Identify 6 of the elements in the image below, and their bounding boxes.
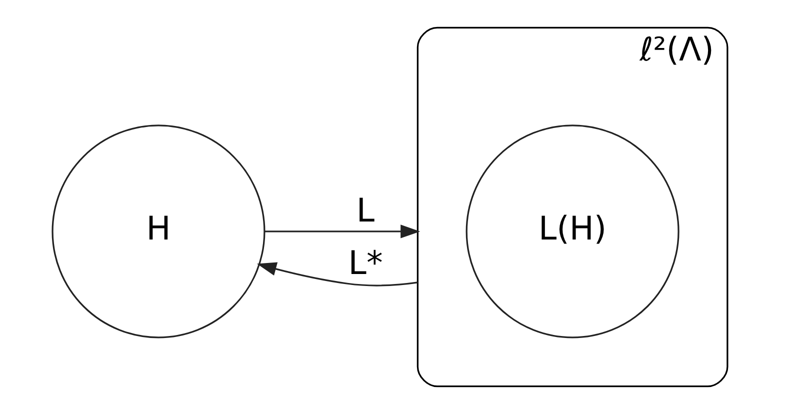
node-circle: H xyxy=(52,124,266,338)
node-circle: L(H) xyxy=(466,124,680,338)
edge-label: L xyxy=(356,192,375,230)
edge-label: L* xyxy=(348,244,383,282)
arrow xyxy=(264,224,420,238)
arrow xyxy=(256,262,418,286)
